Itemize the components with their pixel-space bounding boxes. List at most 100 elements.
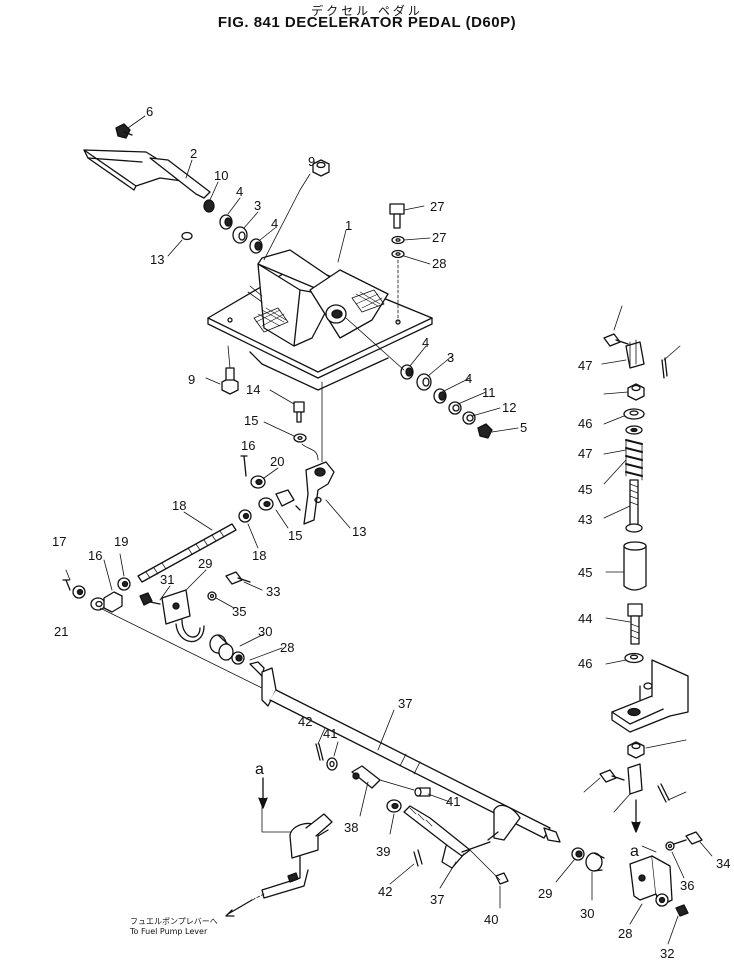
callout-29: 36 bbox=[680, 878, 694, 893]
clevis-part-44-upper bbox=[603, 333, 668, 379]
callout-33: 39 bbox=[376, 844, 390, 859]
callout-25: 30 bbox=[580, 906, 594, 921]
callout-25: 30 bbox=[258, 624, 272, 639]
callout-18: 18 bbox=[252, 548, 266, 563]
rod-part-38 bbox=[625, 479, 643, 533]
callout-29: 35 bbox=[232, 604, 246, 619]
callout-34: 40 bbox=[484, 912, 498, 927]
fuel-pump-note: フュエルポンプレバーへ To Fuel Pump Lever bbox=[130, 917, 218, 937]
bracket-part-23 bbox=[629, 855, 673, 907]
callout-4: 4 bbox=[236, 184, 243, 199]
callout-23: 28 bbox=[618, 926, 632, 941]
japanese-title: デクセル ペダル bbox=[311, 4, 423, 18]
callout-32: 38 bbox=[344, 820, 358, 835]
sleeve-part-41 bbox=[623, 541, 647, 591]
callout-28: 34 bbox=[716, 856, 730, 871]
bolt-part-28 bbox=[207, 571, 251, 601]
washer-stack-right bbox=[345, 317, 493, 439]
callout-8: 9 bbox=[308, 154, 315, 169]
lever-part-31 bbox=[403, 805, 491, 869]
callout-19: 20 bbox=[270, 454, 284, 469]
bolt-part-20 bbox=[389, 203, 405, 323]
fuel-pump-note-jp: フュエルポンプレバーへ bbox=[130, 917, 218, 926]
washer-stack-left bbox=[203, 199, 263, 254]
callout-7: 9 bbox=[188, 372, 195, 387]
callout-42: 46 bbox=[578, 416, 592, 431]
bracket-part-24 bbox=[139, 589, 205, 643]
callout-9: 10 bbox=[214, 168, 228, 183]
lever-part-11 bbox=[293, 381, 335, 525]
callout-39: 44 bbox=[578, 611, 592, 626]
callout-14: 15 bbox=[244, 413, 258, 428]
bolt-part-28-right bbox=[665, 831, 703, 851]
callout-16: 16 bbox=[241, 438, 255, 453]
callout-12: 13 bbox=[150, 252, 164, 267]
cotter-pin-37 bbox=[315, 743, 423, 867]
clevis-part-44-lower bbox=[599, 763, 670, 803]
nut-part-8 bbox=[312, 159, 330, 177]
bolt-part-34 bbox=[469, 849, 509, 885]
callout-18: 19 bbox=[114, 534, 128, 549]
nut-part-45-lower bbox=[627, 741, 645, 759]
callout-10: 12 bbox=[502, 400, 516, 415]
bolt-part-39 bbox=[627, 603, 643, 645]
callout-37: 42 bbox=[378, 884, 392, 899]
spring-seat-43 bbox=[625, 425, 643, 435]
rod-part-17 bbox=[137, 523, 237, 583]
callout-15: 15 bbox=[288, 528, 302, 543]
callout-42: 46 bbox=[578, 656, 592, 671]
callout-41: 45 bbox=[578, 565, 592, 580]
ref-label-a-right: a bbox=[630, 843, 639, 860]
callout-9: 11 bbox=[482, 385, 496, 400]
callout-37: 42 bbox=[298, 714, 312, 729]
callout-13: 14 bbox=[246, 382, 260, 397]
callout-4: 4 bbox=[271, 216, 278, 231]
callout-26: 29 bbox=[538, 886, 552, 901]
callout-30: 37 bbox=[398, 696, 412, 711]
bushing-part-25-right bbox=[571, 847, 605, 872]
callout-11: 13 bbox=[352, 524, 366, 539]
ref-arrow-left bbox=[258, 777, 268, 809]
figure-title: FIG. 841 DECELERATOR PEDAL (D60P) bbox=[217, 14, 517, 31]
ref-label-a-left: a bbox=[255, 761, 264, 778]
washer-part-42-lower bbox=[624, 652, 644, 664]
callout-2: 2 bbox=[190, 146, 197, 161]
callout-19: 21 bbox=[54, 624, 68, 639]
callout-6: 6 bbox=[146, 104, 153, 119]
clevis-link-lower bbox=[62, 577, 131, 613]
callout-15: 16 bbox=[88, 548, 102, 563]
callout-43: 47 bbox=[578, 446, 592, 461]
callout-21: 27 bbox=[432, 230, 446, 245]
pin-part bbox=[181, 231, 193, 241]
callout-27: 32 bbox=[660, 946, 674, 961]
callout-38: 43 bbox=[578, 512, 592, 527]
ref-arrow-right bbox=[631, 799, 641, 833]
bolt-part-7 bbox=[221, 345, 239, 395]
pin-part-32 bbox=[351, 765, 381, 789]
callout-16: 17 bbox=[52, 534, 66, 549]
shaft-part-30 bbox=[99, 607, 561, 843]
nut-part-45-upper bbox=[627, 383, 645, 401]
callout-1: 1 bbox=[345, 218, 352, 233]
pedal-arm-part bbox=[83, 149, 211, 199]
callout-44: 47 bbox=[578, 358, 592, 373]
clevis-link-upper bbox=[238, 455, 301, 523]
callout-20: 27 bbox=[430, 199, 444, 214]
spring-bracket-part bbox=[611, 659, 689, 733]
callout-22: 28 bbox=[432, 256, 446, 271]
fuel-pump-note-en: To Fuel Pump Lever bbox=[130, 927, 208, 936]
callout-4: 4 bbox=[465, 371, 472, 386]
nut-part-33 bbox=[386, 799, 402, 813]
callout-labels: 6 2 10 4 3 4 9 1 13 27 27 28 9 14 15 16 … bbox=[52, 104, 730, 961]
callout-5: 5 bbox=[520, 420, 527, 435]
washer-part-36 bbox=[326, 757, 338, 771]
callout-31: 37 bbox=[430, 892, 444, 907]
pedal-bolt-part bbox=[115, 123, 133, 139]
callout-17: 18 bbox=[172, 498, 186, 513]
callout-35: 41 bbox=[446, 794, 460, 809]
fuel-pump-lever-part bbox=[225, 797, 333, 917]
callout-26: 28 bbox=[280, 640, 294, 655]
pedal-bracket-part bbox=[207, 249, 433, 391]
callout-24: 29 bbox=[198, 556, 212, 571]
pin-part-35 bbox=[379, 779, 431, 797]
